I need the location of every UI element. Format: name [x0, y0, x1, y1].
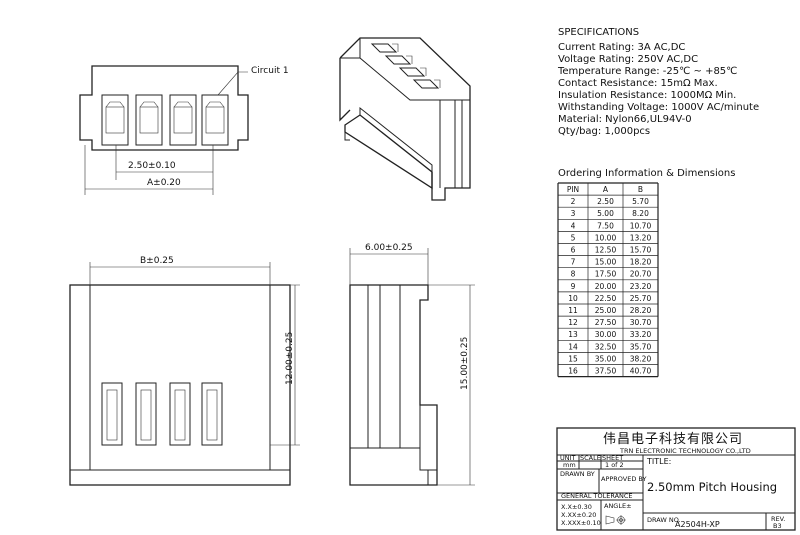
spec-line-6: Withstanding Voltage: 1000V AC/minute [558, 102, 759, 113]
table-cell: 8 [571, 270, 576, 279]
isometric-view [339, 37, 471, 201]
sheet-value: 1 of 2 [605, 461, 624, 469]
table-cell: 7.50 [597, 221, 614, 230]
spec-line-3: Temperature Range: -25℃ ~ +85℃ [557, 66, 737, 77]
approved-by-label: APPROVED BY [601, 475, 647, 483]
pitch-dimension: 2.50±0.10 [128, 161, 176, 171]
sheet-label: SHEET [602, 454, 623, 462]
scale-label: SCALE [580, 454, 601, 462]
table-cell: 33.20 [630, 330, 652, 339]
general-tolerance-label: GENERAL TOLERANCE [561, 492, 633, 500]
title-block: 伟昌电子科技有限公司 TRN ELECTRONIC TECHNOLOGY CO.… [556, 427, 796, 531]
table-cell: 11 [568, 306, 578, 315]
company-name-cn: 伟昌电子科技有限公司 [603, 432, 743, 447]
specifications: SPECIFICATIONS Current Rating: 3A AC,DC … [557, 27, 759, 137]
table-cell: 5 [571, 233, 576, 242]
projection-symbol-icon [605, 515, 626, 525]
circuit-1-label: Circuit 1 [251, 66, 289, 76]
table-cell: 12.50 [595, 246, 617, 255]
front-view: B±0.25 12.00±0.25 [69, 256, 300, 486]
table-cell: 30.00 [595, 330, 617, 339]
top-view-cavities [101, 94, 229, 146]
specifications-heading: SPECIFICATIONS [558, 27, 639, 38]
table-cell: 14 [568, 342, 578, 351]
table-cell: 8.20 [632, 209, 649, 218]
table-cell: 16 [568, 367, 578, 376]
table-cell: 10.70 [630, 221, 652, 230]
draw-no-value: A2504H-XP [675, 520, 720, 529]
spec-line-5: Insulation Resistance: 1000MΩ Min. [558, 90, 736, 101]
spec-line-4: Contact Resistance: 15mΩ Max. [558, 78, 718, 89]
table-cell: 30.70 [630, 318, 652, 327]
table-cell: 15.70 [630, 246, 652, 255]
table-cell: 3 [571, 209, 576, 218]
spec-line-7: Material: Nylon66,UL94V-0 [558, 114, 692, 125]
b-dimension: B±0.25 [140, 256, 174, 266]
side-height-dimension: 15.00±0.25 [460, 337, 470, 390]
table-cell: 23.20 [630, 282, 652, 291]
table-cell: 13.20 [630, 233, 652, 242]
a-dimension: A±0.20 [147, 178, 181, 188]
tolerance-1: X.X±0.30 [561, 503, 592, 511]
table-cell: 22.50 [595, 294, 617, 303]
table-cell: 10 [568, 294, 578, 303]
side-view: 6.00±0.25 15.00±0.25 [349, 243, 475, 486]
table-cell: 25.00 [595, 306, 617, 315]
spec-line-1: Current Rating: 3A AC,DC [558, 42, 685, 53]
tolerance-3: X.XXX±0.10 [561, 519, 601, 527]
table-cell: 35.00 [595, 354, 617, 363]
title-label: TITLE: [646, 457, 671, 466]
ordering-heading: Ordering Information & Dimensions [558, 168, 735, 179]
table-cell: 2 [571, 197, 576, 206]
table-cell: 20.70 [630, 270, 652, 279]
table-cell: 7 [571, 258, 576, 267]
table-cell: 5.70 [632, 197, 649, 206]
table-cell: 25.70 [630, 294, 652, 303]
table-header-pin: PIN [567, 185, 579, 194]
table-cell: 13 [568, 330, 578, 339]
draw-no-label: DRAW NO. [647, 516, 681, 524]
depth-dimension: 6.00±0.25 [365, 243, 413, 253]
table-cell: 37.50 [595, 367, 617, 376]
drawing-title: 2.50mm Pitch Housing [647, 480, 777, 494]
rev-label: REV. [771, 515, 785, 523]
table-cell: 17.50 [595, 270, 617, 279]
top-view: Circuit 1 2.50±0.10 A±0.20 [79, 65, 289, 195]
spec-line-8: Qty/bag: 1,000pcs [558, 126, 650, 137]
table-cell: 15 [568, 354, 578, 363]
table-cell: 2.50 [597, 197, 614, 206]
table-cell: 18.20 [630, 258, 652, 267]
table-header-a: A [603, 185, 609, 194]
unit-value: mm [563, 461, 576, 469]
table-header-b: B [638, 185, 643, 194]
unit-label: UNIT [560, 454, 576, 462]
table-cell: 20.00 [595, 282, 617, 291]
table-cell: 4 [571, 221, 576, 230]
front-height-dimension: 12.00±0.25 [285, 332, 295, 385]
table-cell: 40.70 [630, 367, 652, 376]
table-cell: 12 [568, 318, 578, 327]
table-cell: 32.50 [595, 342, 617, 351]
drawn-by-label: DRAWN BY [560, 470, 595, 478]
table-cell: 35.70 [630, 342, 652, 351]
tolerance-2: X.XX±0.20 [561, 511, 596, 519]
table-cell: 28.20 [630, 306, 652, 315]
angle-label: ANGLE± [604, 502, 632, 510]
table-cell: 15.00 [595, 258, 617, 267]
table-cell: 6 [571, 246, 576, 255]
table-cell: 27.50 [595, 318, 617, 327]
rev-value: B3 [773, 522, 782, 530]
table-cell: 38.20 [630, 354, 652, 363]
table-cell: 9 [571, 282, 576, 291]
table-cell: 10.00 [595, 233, 617, 242]
spec-line-2: Voltage Rating: 250V AC,DC [558, 54, 698, 65]
table-cell: 5.00 [597, 209, 614, 218]
company-name-en: TRN ELECTRONIC TECHNOLOGY CO.,LTD [619, 447, 751, 455]
